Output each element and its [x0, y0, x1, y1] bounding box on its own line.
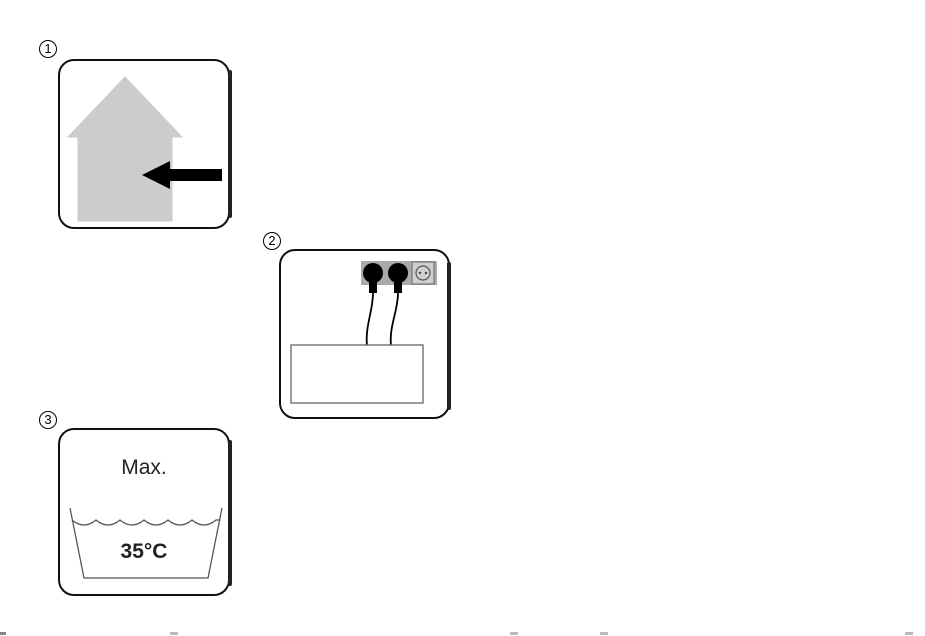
temperature-label: 35°C: [60, 540, 228, 564]
max-label: Max.: [60, 456, 228, 480]
step-2-panel: [279, 249, 450, 419]
house-shape: [68, 77, 182, 221]
cable-1: [367, 293, 373, 346]
step-1-panel: [58, 59, 230, 229]
water-basin-temperature-icon: [60, 430, 230, 596]
panel-3-edge: [228, 440, 232, 586]
step-number-3: 3: [39, 411, 57, 429]
cable-2: [391, 293, 398, 346]
step-number-2: 2: [263, 232, 281, 250]
plug-2-icon: [388, 263, 408, 283]
water-wave: [72, 520, 220, 525]
plugged-in-socket-icon: [281, 251, 450, 419]
panel-1-edge: [228, 70, 232, 218]
plug-1-icon: [363, 263, 383, 283]
step-number-1: 1: [39, 40, 57, 58]
empty-socket-icon: [412, 262, 434, 284]
page-bottom-marks: [0, 632, 925, 636]
appliance-box: [291, 345, 423, 403]
step-3-panel: Max. 35°C: [58, 428, 230, 596]
panel-2-edge: [447, 262, 451, 410]
house-with-arrow-icon: [60, 61, 230, 229]
